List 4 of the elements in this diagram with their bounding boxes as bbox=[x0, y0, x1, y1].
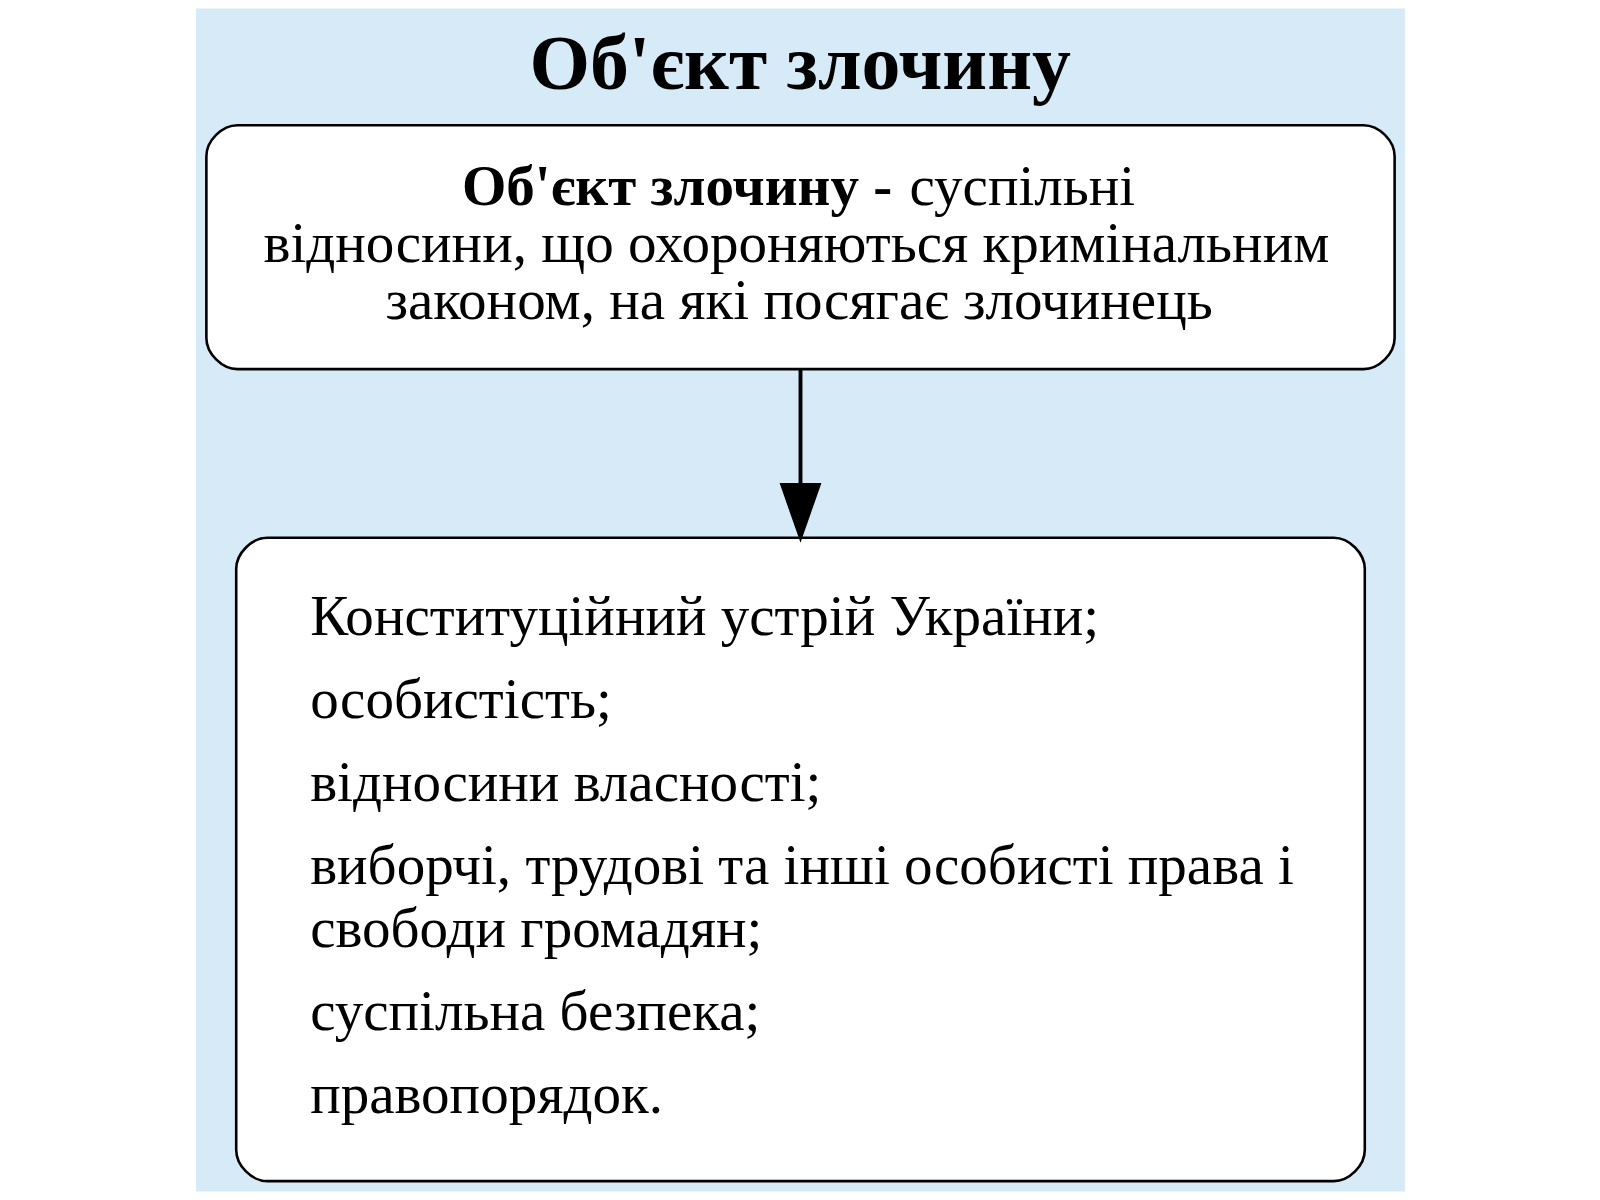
diagram-title: Об'єкт злочину bbox=[528, 19, 1071, 106]
node-box: Конституційний устрій України; особистість; відносини власності; виборчі, трудові та інші особисті права і свободи громадян; суспільна безпека; правопорядок. bbox=[234, 536, 1366, 1183]
arrow bbox=[779, 369, 821, 543]
node-box: Об'єкт злочину - суспільні відносини, що охороняються кримінальним законом, на які посягає злочинець bbox=[204, 123, 1396, 371]
